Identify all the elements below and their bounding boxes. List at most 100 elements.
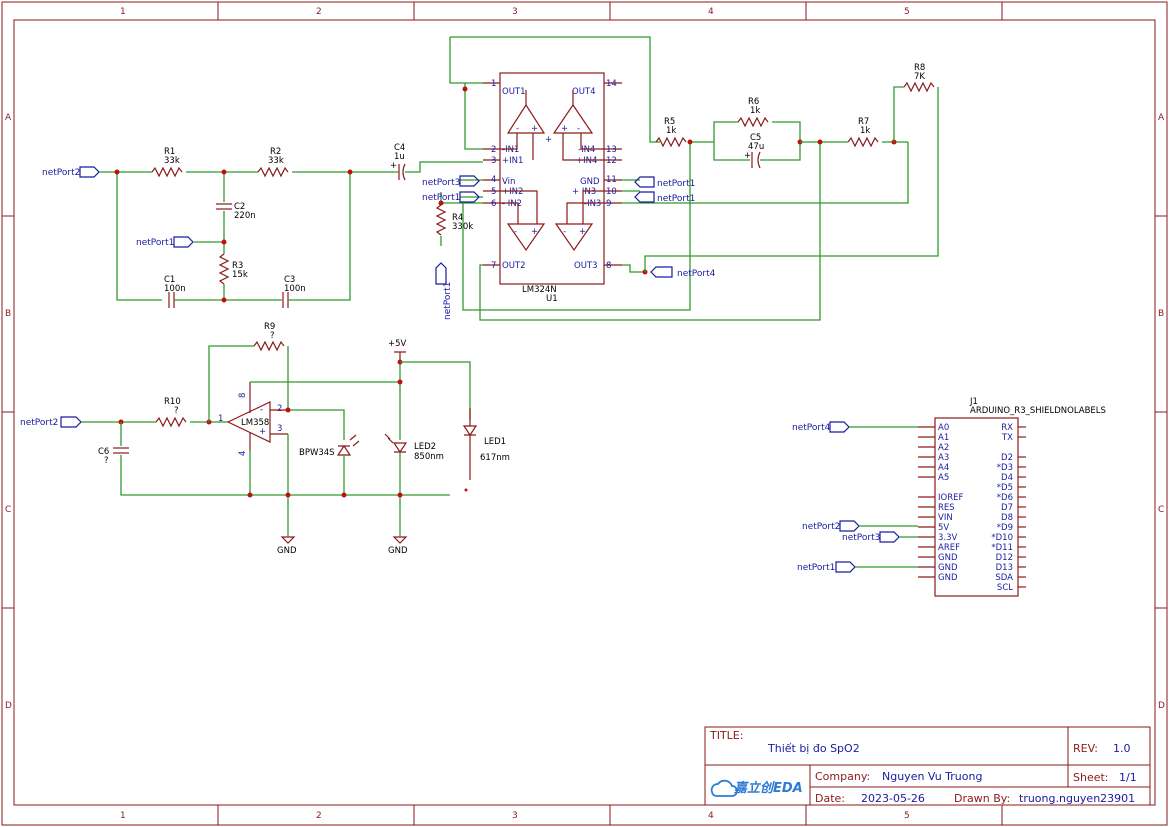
svg-text:+: + [744,151,751,161]
grid-row-label: D [1158,701,1165,711]
svg-text:?: ? [104,456,109,466]
svg-text:ARDUINO_R3_SHIELDNOLABELS: ARDUINO_R3_SHIELDNOLABELS [970,406,1106,416]
grid-columns-top: 1 2 3 4 5 [120,2,1003,20]
grid-col-label: 5 [904,7,910,17]
j1-pin-label: *D6 [997,493,1013,503]
rev-label: REV: [1073,742,1098,755]
led1: LED1 617nm [462,408,510,492]
capacitor-c1: C1 100n [164,275,186,308]
svg-text:100n: 100n [164,284,186,294]
svg-text:1k: 1k [860,126,870,136]
svg-text:R7: R7 [858,117,869,127]
opamp-a-symbol [506,103,546,134]
netport1-flag-j1[interactable]: netPort1 [797,561,856,573]
netport4-flag-j1[interactable]: netPort4 [792,421,850,433]
photodiode-bpw34s: BPW34S [299,434,360,458]
grid-col-label: 5 [904,811,910,821]
svg-text:R6: R6 [748,97,759,107]
netport3-flag-j1[interactable]: netPort3 [842,531,900,543]
j1-pin-label: RX [1001,423,1013,433]
svg-text:+: + [531,124,538,134]
netport2-flag-sensor[interactable]: netPort2 [20,416,82,428]
opamp-b-symbol [506,223,546,252]
sheet-label: Sheet: [1073,771,1109,784]
svg-text:1: 1 [218,414,223,424]
svg-text:+: + [561,124,568,134]
svg-text:4: 4 [491,175,496,185]
svg-text:netPort1: netPort1 [443,282,453,320]
grid-columns-bottom: 1 2 3 4 5 [120,805,1003,825]
grid-col-label: 1 [120,811,126,821]
svg-text:-: - [577,124,580,134]
svg-text:7: 7 [491,261,496,271]
svg-text:LED2: LED2 [414,442,436,452]
title-label: TITLE: [709,729,743,742]
svg-text:-: - [514,227,517,237]
title-value: Thiết bị đo SpO2 [767,742,860,755]
drawn-by-value: truong.nguyen23901 [1019,792,1135,805]
svg-text:2: 2 [277,404,282,414]
svg-text:R10: R10 [164,397,181,407]
netport1-flag-u1[interactable]: netPort1 [422,191,480,203]
svg-text:netPort1: netPort1 [422,193,460,203]
svg-text:12: 12 [606,156,617,166]
svg-text:LED1: LED1 [484,437,506,447]
svg-text:+: + [259,427,266,437]
opamp-lm358-symbol [226,401,271,443]
j1-pin-label: *D10 [991,533,1013,543]
j1-pin-label: D12 [996,553,1013,563]
j1-pin-label: VIN [938,513,953,523]
svg-text:-: - [563,227,566,237]
u1-left-pins: 1 OUT1 2 -IN1 3 +IN1 4 Vin 5 +IN2 6 - IN… [483,79,526,271]
svg-text:+IN2: +IN2 [502,187,523,197]
svg-text:100n: 100n [284,284,306,294]
svg-text:+IN4: +IN4 [576,156,597,166]
svg-text:5: 5 [491,187,496,197]
netport1-flag-filter[interactable]: netPort1 [136,236,194,248]
svg-text:1u: 1u [394,152,405,162]
svg-text:3: 3 [491,156,496,166]
netport1-flag-in3[interactable]: netPort1 [634,191,695,204]
svg-text:R5: R5 [664,117,675,127]
svg-text:LM358: LM358 [241,418,269,428]
svg-text:R2: R2 [270,147,281,157]
netport4-flag-u1[interactable]: netPort4 [650,266,716,279]
j1-pin-label: *D9 [997,523,1013,533]
j1-pin-label: A1 [938,433,949,443]
capacitor-c4: + C4 1u [390,143,406,181]
grid-col-label: 2 [316,7,322,17]
j1-pin-label: A2 [938,443,949,453]
svg-text:6: 6 [491,199,496,209]
svg-text:OUT1: OUT1 [502,87,526,97]
svg-text:+IN1: +IN1 [502,156,523,166]
svg-text:+: + [545,135,552,145]
svg-text:850nm: 850nm [414,452,444,462]
j1-pin-label: D4 [1001,473,1013,483]
svg-text:OUT2: OUT2 [502,261,526,271]
svg-text:C2: C2 [234,202,245,212]
date-value: 2023-05-26 [861,792,925,805]
svg-text:netPort4: netPort4 [677,269,716,279]
j1-pin-label: D8 [1001,513,1013,523]
j1-pin-label: A3 [938,453,949,463]
j1-pin-label: SDA [995,573,1013,583]
capacitor-c2: C2 220n [216,202,256,221]
svg-text:8: 8 [238,393,248,398]
j1-pin-label: 3.3V [938,533,958,543]
j1-pin-label: *D5 [997,483,1013,493]
netport1-flag-r4[interactable]: netPort1 [435,262,453,320]
svg-text:-: - [516,124,519,134]
netport2-flag-filter[interactable]: netPort2 [42,166,100,178]
gnd-symbol-1: GND [277,530,297,556]
resistor-r9 [253,340,285,352]
j1-pin-label: *D11 [991,543,1013,553]
svg-text:netPort2: netPort2 [20,418,58,428]
netport2-flag-j1[interactable]: netPort2 [802,520,860,532]
svg-text:+: + [531,227,538,237]
grid-row-label: C [5,505,11,515]
j1-right-pins: RXTXD2*D3D4*D5*D6D7D8*D9*D10*D11D12D13SD… [991,423,1026,593]
svg-text:33k: 33k [268,156,284,166]
svg-text:LM324N: LM324N [522,285,557,295]
netport3-flag-u1[interactable]: netPort3 [422,175,480,188]
netport1-flag-gnd[interactable]: netPort1 [634,176,695,189]
